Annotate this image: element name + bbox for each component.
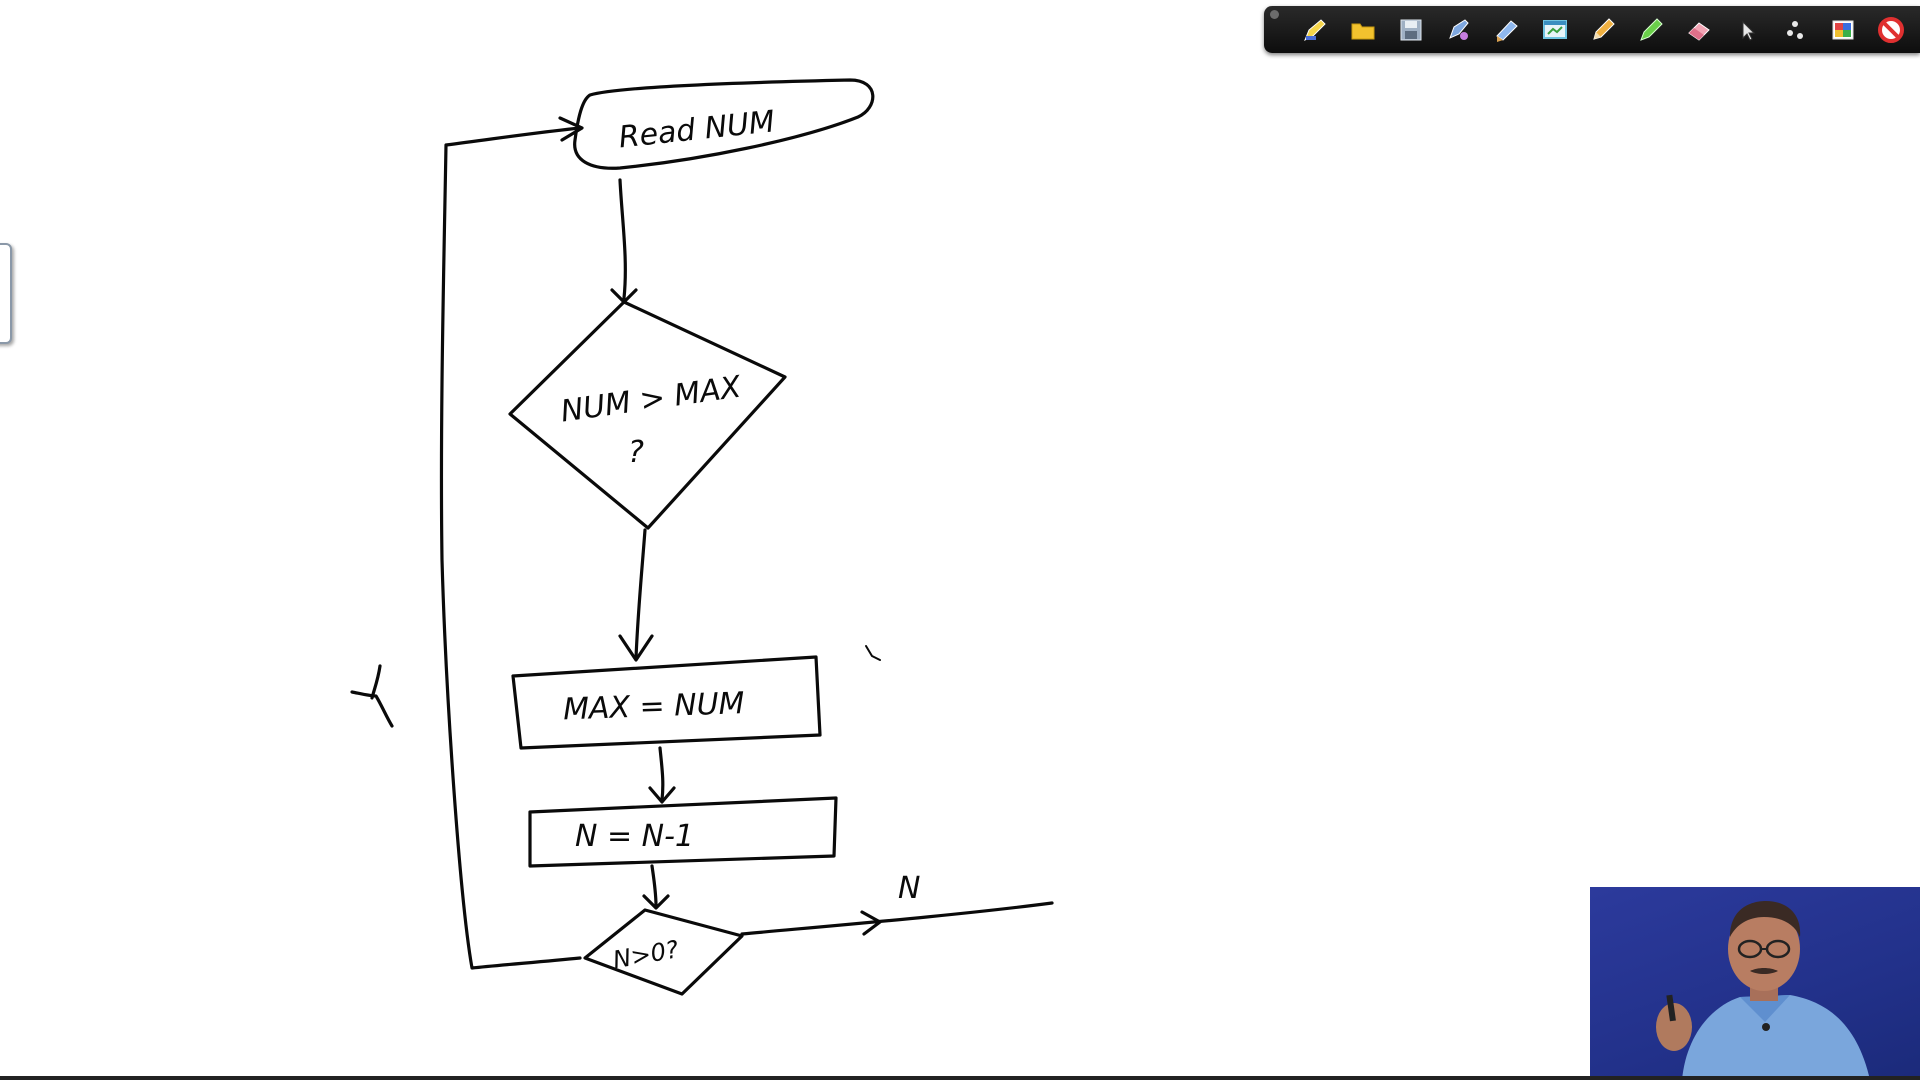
folder-icon[interactable] — [1348, 15, 1378, 45]
flow-arrow-assign-to-decrement — [658, 746, 665, 802]
marker-icon[interactable] — [1492, 15, 1522, 45]
pen-icon[interactable] — [1300, 15, 1330, 45]
save-icon[interactable] — [1396, 15, 1426, 45]
eraser-icon[interactable] — [1684, 15, 1714, 45]
cursor-icon[interactable] — [1732, 15, 1762, 45]
toolbar-grip[interactable] — [1270, 10, 1279, 19]
yes-label: Y — [340, 719, 341, 721]
loop-test-label: N>0? — [611, 935, 681, 974]
highlighter-icon[interactable] — [1636, 15, 1666, 45]
bottom-border — [0, 1076, 1920, 1080]
decision-shape — [508, 300, 787, 530]
pointer-pen-icon[interactable] — [1444, 15, 1474, 45]
annotation-toolbar — [1264, 6, 1920, 53]
decision-label: NUM > MAX — [559, 369, 745, 429]
presenter-video — [1590, 887, 1920, 1080]
decrement-box — [528, 796, 838, 868]
flow-arrow-decision-to-assign — [634, 528, 647, 660]
color-palette-icon[interactable] — [1828, 15, 1858, 45]
pencil-icon[interactable] — [1588, 15, 1618, 45]
decision-question: ? — [628, 435, 644, 470]
close-icon[interactable] — [1876, 15, 1906, 45]
flow-arrow-read-to-decision — [618, 178, 627, 300]
terminal-shape — [573, 78, 875, 170]
presenter-figure — [1656, 901, 1870, 1080]
pen-cursor-mark — [865, 645, 881, 661]
decrement-label: N = N-1 — [575, 819, 694, 854]
no-exit-line — [740, 901, 1054, 936]
loop-test-shape — [583, 908, 744, 996]
no-label: N — [898, 871, 920, 906]
whiteboard-icon[interactable] — [1540, 15, 1570, 45]
laser-pointer-icon[interactable] — [1780, 15, 1810, 45]
yes-mark — [350, 664, 394, 728]
side-panel-tab[interactable] — [0, 243, 12, 344]
assign-box — [511, 655, 822, 750]
flow-arrow-decrement-to-test — [650, 864, 658, 908]
yes-loop-line — [439, 126, 582, 970]
assign-label: MAX = NUM — [563, 686, 746, 727]
